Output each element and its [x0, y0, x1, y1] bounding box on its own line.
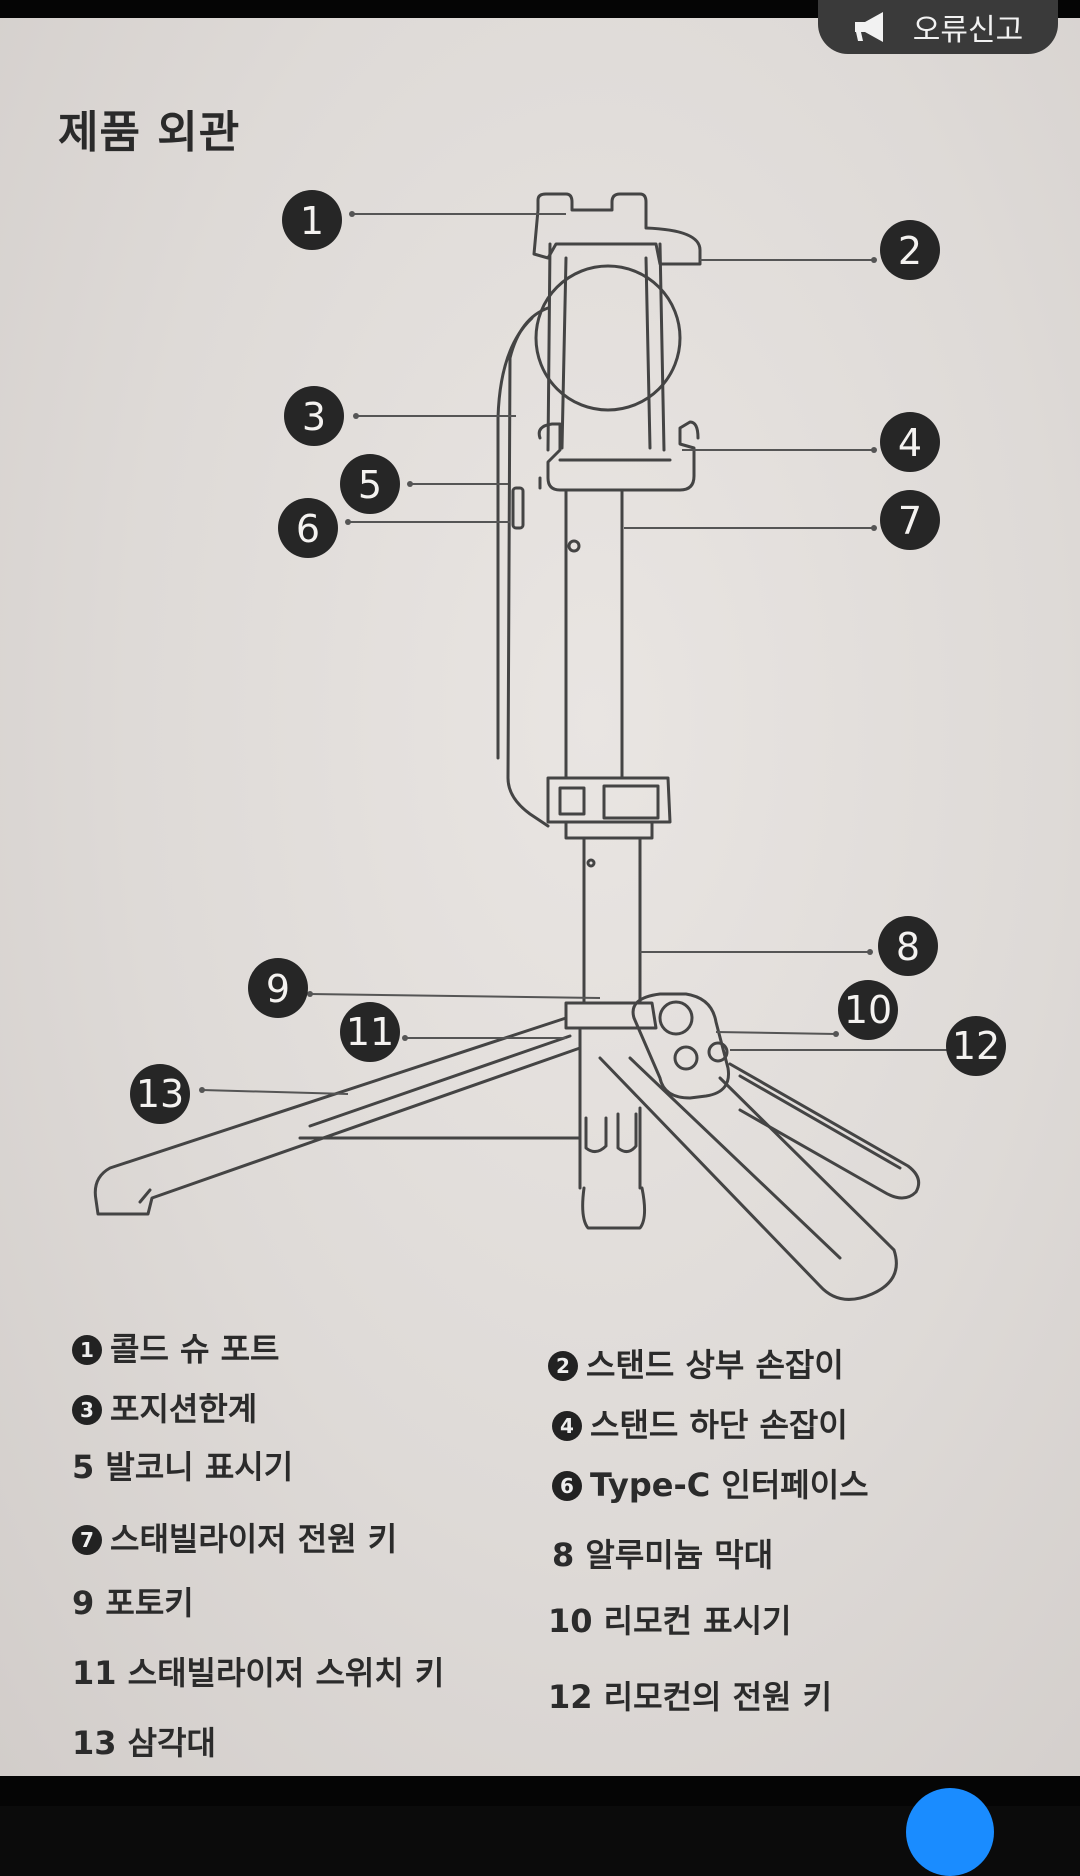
svg-text:3: 3 [302, 395, 326, 439]
legend-item-13: 13 삼각대 [72, 1724, 216, 1762]
callout-7: 7 [880, 490, 940, 550]
callout-4: 4 [880, 412, 940, 472]
callout-9: 9 [248, 958, 308, 1018]
top-status-strip [0, 0, 1080, 18]
svg-text:9: 9 [266, 967, 290, 1011]
svg-text:1: 1 [300, 199, 324, 243]
report-error-button[interactable]: 오류신고 [818, 0, 1058, 54]
report-error-label: 오류신고 [912, 13, 1024, 48]
legend-item-9: 9 포토키 [72, 1584, 194, 1622]
callout-8: 8 [878, 916, 938, 976]
megaphone-icon [854, 12, 883, 42]
callout-3: 3 [284, 386, 344, 446]
svg-text:10: 10 [844, 988, 892, 1032]
svg-text:11: 11 [346, 1010, 394, 1054]
svg-text:8: 8 [896, 925, 920, 969]
callout-12: 12 [946, 1016, 1006, 1076]
svg-text:4: 4 [898, 421, 922, 465]
callout-10: 10 [838, 980, 898, 1040]
product-diagram: 1 2 3 4 5 6 7 8 [93, 190, 1006, 1301]
manual-page: 제품 외관 [0, 18, 1080, 1776]
svg-text:7: 7 [898, 499, 922, 543]
callout-5: 5 [340, 454, 400, 514]
callout-13: 13 [130, 1064, 190, 1124]
svg-text:6: 6 [296, 507, 320, 551]
page-title: 제품 외관 [58, 107, 241, 158]
legend-item-11: 11 스태빌라이저 스위치 키 [72, 1654, 445, 1692]
bottom-navigation-strip [0, 1776, 1080, 1806]
callout-6: 6 [278, 498, 338, 558]
svg-text:13: 13 [136, 1072, 184, 1116]
legend-item-5: 5 발코니 표시기 [72, 1448, 294, 1486]
legend-item-10: 10 리모컨 표시기 [548, 1602, 792, 1640]
legend-item-8: 8 알루미늄 막대 [552, 1536, 774, 1574]
callout-1: 1 [282, 190, 342, 250]
svg-text:5: 5 [358, 463, 382, 507]
floating-action-button[interactable] [906, 1788, 994, 1876]
callout-11: 11 [340, 1002, 400, 1062]
callout-2: 2 [880, 220, 940, 280]
svg-text:2: 2 [898, 229, 922, 273]
legend-item-12: 12 리모컨의 전원 키 [548, 1678, 833, 1716]
svg-text:12: 12 [952, 1024, 1000, 1068]
